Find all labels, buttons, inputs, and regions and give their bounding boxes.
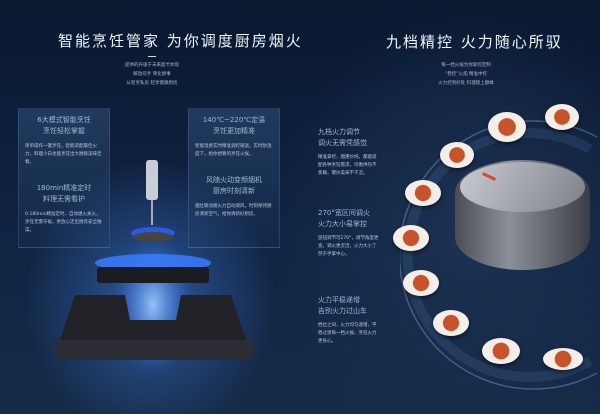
- subtitle-line: 提供的升级于未来超卡体现: [125, 63, 179, 68]
- feature-item: 九档火力调节调火无需凭感觉 精准掌控，烟熏炒炖，都能适配各种烹饪需求，均衡供热不…: [318, 127, 380, 178]
- food-dish: [393, 225, 429, 251]
- feature-item: 火力平稳递增告别火力过山车 档位之间，火力均匀递增，平稳过渡每一档火候，烹饪火力…: [318, 295, 380, 346]
- pan-support: [60, 295, 246, 340]
- card-heading: 140℃~220℃定温烹饪更加精准: [202, 116, 266, 135]
- subtitle-line: 火力控到好处 料理锁上巅峰: [438, 81, 494, 86]
- right-title: 九档精控 火力随心所驭: [386, 33, 563, 51]
- divider: [148, 56, 156, 57]
- food-dish: [545, 104, 579, 130]
- probe-stem: [151, 200, 153, 225]
- card-heading: 6大模式智能烹饪烹饪轻松掌握: [37, 116, 91, 135]
- feature-card-left: 6大模式智能烹饪烹饪轻松掌握 简单操作一键烹饪，智能适配最佳火力，料理小白也能烹…: [18, 108, 110, 248]
- right-subtitle: 每一档火候为你掌控定制 “稳控”火焰 精准中控 火力控到好处 料理锁上巅峰: [386, 61, 546, 88]
- subtitle-line: “稳控”火焰 精准中控: [444, 72, 488, 77]
- feature-body: 精准掌控，烟熏炒炖，都能适配各种烹饪需求，均衡供热不焦糊，爆炒美味不干涩。: [318, 155, 377, 176]
- burner-cap: [133, 232, 173, 242]
- card-body: 0-180min精准定时，自动熄火关火，烹饪无需守候，更放心走出厨房安全做菜。: [25, 212, 102, 233]
- subtitle-line: 从智烹私房 轻享健康厨房: [126, 81, 178, 86]
- feature-body: 旋钮调节可270°，调节角度更宽，调火更灵活，火力大小了然于手掌中心。: [318, 236, 379, 257]
- food-dish: [403, 270, 439, 296]
- left-subtitle: 提供的升级于未来超卡体现 解放双手 简化厨事 从智烹私房 轻享健康厨房: [72, 61, 232, 88]
- food-dish: [488, 112, 526, 142]
- feature-item: 270°宽区间调火火力大小易掌控 旋钮调节可270°，调节角度更宽，调火更灵活，…: [318, 209, 379, 257]
- food-dish: [405, 180, 441, 206]
- food-dish: [482, 338, 520, 364]
- card-heading: 180min精准定时料理无需看护: [36, 184, 92, 203]
- food-dish: [543, 348, 583, 370]
- feature-body: 档位之间，火力均匀递增，平稳过渡每一档火候，烹饪火力更省心。: [318, 323, 377, 344]
- knob-top: [460, 162, 585, 212]
- card-heading: 风随火动变频烟机厨房时刻清新: [206, 176, 262, 195]
- subtitle-line: 每一档火候为你掌控定制: [441, 63, 491, 68]
- subtitle-line: 解放双手 简化厨事: [133, 72, 171, 77]
- gas-stove-illustration: [55, 160, 253, 375]
- card-body: 烟灶联动随火力自动调风，时刻保持厨房清新空气，给你清新好厨房。: [195, 204, 272, 217]
- food-dish: [440, 142, 474, 168]
- burner-base: [97, 267, 209, 283]
- left-title: 智能烹饪管家 为你调度厨房烟火: [58, 32, 303, 50]
- food-dish: [433, 310, 469, 336]
- stove-body: [55, 340, 253, 360]
- card-body: 简单操作一键烹饪，智能适配最佳火力，料理小白也能烹饪出大厨级美味佳肴。: [25, 144, 102, 165]
- feature-card-right: 140℃~220℃定温烹饪更加精准 智能温感实时精准调控锅温，实时防温度下，给你…: [188, 108, 280, 248]
- probe-icon: [146, 160, 158, 200]
- card-body: 智能温感实时精准调控锅温，实时防温度下，给你想要的烹饪火候。: [195, 144, 272, 157]
